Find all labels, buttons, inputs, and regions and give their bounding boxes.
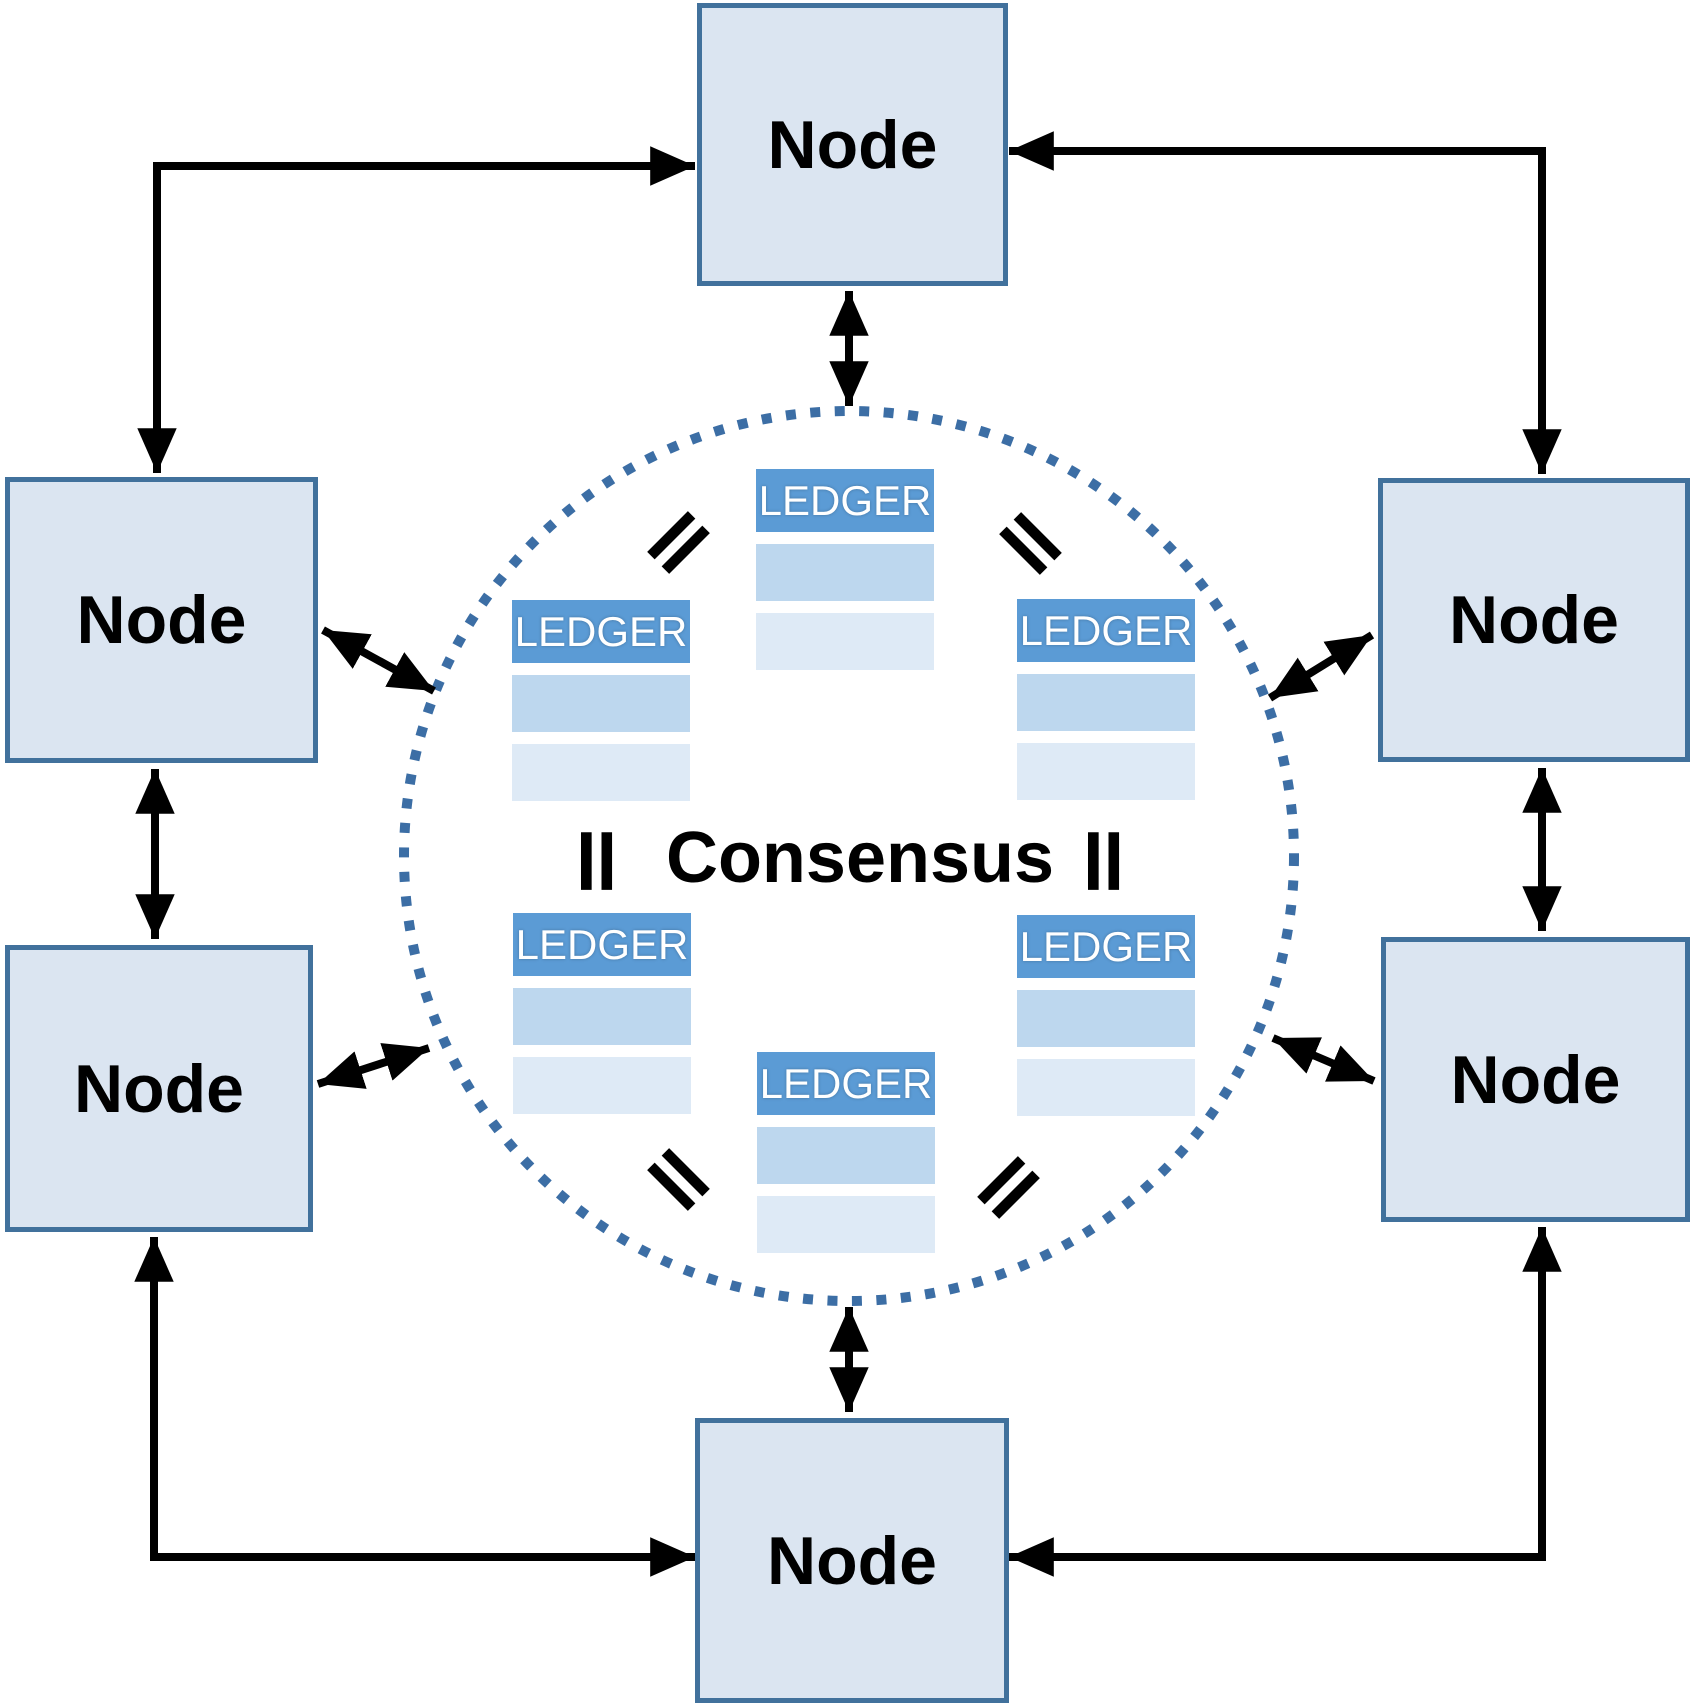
ledger-row xyxy=(756,544,934,601)
ledger-header: LEDGER xyxy=(757,1052,935,1115)
ledger-row xyxy=(1017,990,1195,1047)
ledger-header: LEDGER xyxy=(1017,915,1195,978)
node-box-top: Node xyxy=(697,3,1008,286)
ledger-row xyxy=(513,1057,691,1114)
ledger-table-lower-left: LEDGER xyxy=(513,913,691,1114)
ledger-header: LEDGER xyxy=(756,469,934,532)
arrow-left-lower-circle xyxy=(316,1043,431,1089)
ledger-table-lower-right: LEDGER xyxy=(1017,915,1195,1116)
arrow-top-left-elbow xyxy=(137,146,695,473)
ledger-row xyxy=(756,613,934,670)
arrow-bottom-right-elbow xyxy=(1009,1227,1562,1577)
ledger-header: LEDGER xyxy=(512,600,690,663)
ledger-table-right: LEDGER xyxy=(1017,599,1195,800)
ledger-table-top: LEDGER xyxy=(756,469,934,670)
node-box-left-lower: Node xyxy=(5,945,313,1232)
arrow-left-upper-circle xyxy=(321,626,436,695)
ledger-row xyxy=(757,1196,935,1253)
node-box-right-lower: Node xyxy=(1381,937,1690,1222)
arrow-right-lower-circle xyxy=(1271,1034,1376,1085)
node-box-left-upper: Node xyxy=(5,477,318,763)
ledger-header: LEDGER xyxy=(1017,599,1195,662)
ledger-row xyxy=(513,988,691,1045)
ledger-row xyxy=(1017,743,1195,800)
ledger-row xyxy=(1017,674,1195,731)
ledger-row xyxy=(512,675,690,732)
node-box-right-upper: Node xyxy=(1378,478,1690,762)
ledger-header: LEDGER xyxy=(513,913,691,976)
arrow-top-right-elbow xyxy=(1009,131,1562,474)
ledger-row xyxy=(1017,1059,1195,1116)
arrow-right-upper-circle xyxy=(1267,631,1375,702)
arrow-bottom-left-elbow xyxy=(134,1237,695,1577)
ledger-row xyxy=(512,744,690,801)
consensus-label: Consensus xyxy=(665,818,1055,898)
ledger-row xyxy=(757,1127,935,1184)
consensus-circle xyxy=(399,406,1299,1306)
node-box-bottom: Node xyxy=(695,1418,1009,1703)
ledger-table-left: LEDGER xyxy=(512,600,690,801)
ledger-table-bottom: LEDGER xyxy=(757,1052,935,1253)
